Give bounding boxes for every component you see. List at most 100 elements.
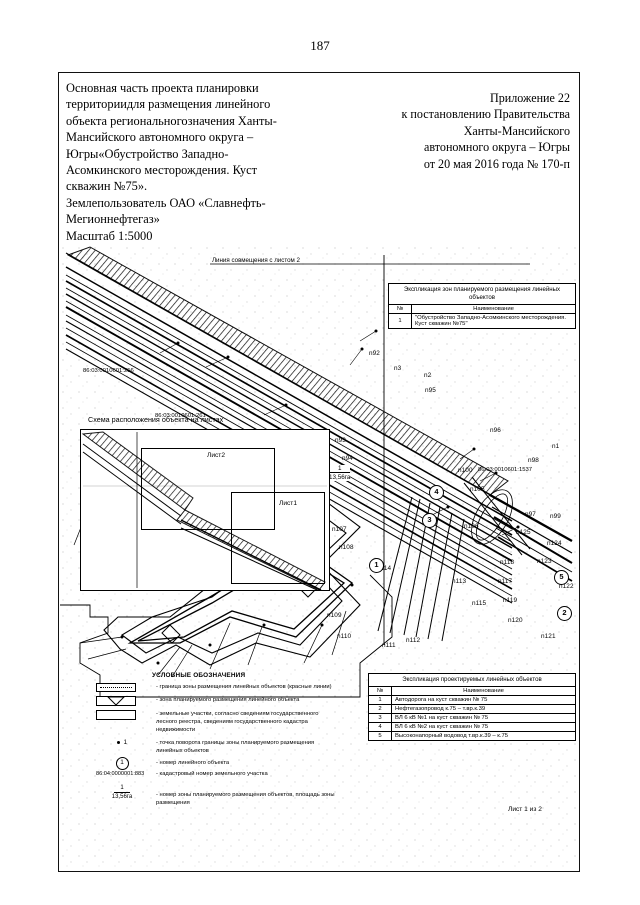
point-label-n109: n109 xyxy=(327,612,342,619)
zone-fraction-icon: 1 13,56га xyxy=(96,784,148,800)
join-line-label: Линия совмещения с листом 2 xyxy=(212,257,300,264)
point-label-n110: n110 xyxy=(337,633,352,640)
legend: УСЛОВНЫЕ ОБОЗНАЧЕНИЯ - граница зоны разм… xyxy=(96,672,336,807)
point-label-n124: n124 xyxy=(547,540,562,547)
point-dot-icon: 1 xyxy=(96,739,148,750)
object-number-5: 5 xyxy=(554,570,569,585)
header-block: Основная часть проекта планировки террит… xyxy=(62,78,576,243)
object-number-1: 1 xyxy=(369,558,384,573)
legend-entry: - земельные участки, согласно сведениям … xyxy=(96,710,336,734)
scheme-caption: Схема расположения объекта на листах xyxy=(88,415,224,424)
page-frame xyxy=(58,72,580,872)
point-label-n123: n123 xyxy=(537,558,552,565)
point-label-n125: n125 xyxy=(516,529,531,536)
header-left-line: Основная часть проекта планировки xyxy=(66,81,259,95)
point-label-n3: n3 xyxy=(394,365,402,372)
legend-entry-text: - номер зоны планируемого размещения объ… xyxy=(156,791,335,806)
point-label-n95: n95 xyxy=(425,387,436,394)
table-row: 1 "Обустройство Западно-Асомкинского мес… xyxy=(388,313,576,329)
map-drawing: Линия совмещения с листом 2 86:03:001060… xyxy=(60,245,578,870)
point-label-n114: n114 xyxy=(377,565,392,572)
header-left-line: Землепользователь ОАО «Славнефть- xyxy=(66,195,266,210)
zone-fraction-top: 1 xyxy=(114,784,130,793)
objects-row-name: Автодорога на куст скважин № 75 xyxy=(391,695,576,705)
legend-entry-text: - точка поворота границы зоны планируемо… xyxy=(156,740,315,755)
zones-row-name: "Обустройство Западно-Асомкинского место… xyxy=(411,313,576,329)
objects-row-name: ВЛ 6 кВ №1 на куст скважин № 75 xyxy=(391,713,576,723)
zone-number: 1 xyxy=(329,465,351,473)
objects-col-no: № xyxy=(368,686,392,696)
table-row: 3 ВЛ 6 кВ №1 на куст скважин № 75 xyxy=(368,713,576,723)
zones-col-name: Наименование xyxy=(411,304,576,314)
legend-entry-text: - номер линейного объекта xyxy=(156,759,230,766)
objects-row-no: 4 xyxy=(368,722,392,732)
table-header-row: № Наименование xyxy=(388,304,576,314)
point-label-n93: n93 xyxy=(335,437,346,444)
cadastral-label: 86:03:0010601:261 xyxy=(155,413,206,419)
inset-vector-graphics xyxy=(81,431,327,590)
zone-fraction-bottom: 13,56га xyxy=(111,793,133,800)
cadastral-label: 86:03:0010601:256 xyxy=(83,368,134,374)
header-right-line: Приложение 22 xyxy=(489,91,570,105)
header-left-line: территориидля размещения линейного xyxy=(66,97,271,112)
circled-number-icon: 1 xyxy=(96,756,148,770)
zone-box-icon xyxy=(96,696,148,707)
point-label-n1: n1 xyxy=(552,443,560,450)
header-left-line: объекта региональногозначения Ханты- xyxy=(66,113,277,128)
legend-entry: 1 - точка поворота границы зоны планируе… xyxy=(96,739,336,755)
cadastral-number-marker: 86:04:0000001:883 xyxy=(96,770,145,777)
table-caption-row: Экспликация проектируемых линейных объек… xyxy=(368,673,576,687)
legend-entry: - граница зоны размещения линейных объек… xyxy=(96,683,336,693)
point-label-n115: n115 xyxy=(472,600,487,607)
point-label-n108: n108 xyxy=(339,544,354,551)
point-dot-marker: 1 xyxy=(123,739,128,747)
legend-title: УСЛОВНЫЕ ОБОЗНАЧЕНИЯ xyxy=(152,672,246,679)
point-label-n99: n99 xyxy=(550,513,561,520)
zone-area: 13,56га xyxy=(329,473,351,481)
zone-area-label: 1 13,56га xyxy=(329,465,351,481)
point-label-n100: n100 xyxy=(458,467,473,474)
objects-col-name: Наименование xyxy=(391,686,576,696)
point-label-n106: n106 xyxy=(464,523,479,530)
table-header-row: № Наименование xyxy=(368,686,576,696)
legend-entry-text: - граница зоны размещения линейных объек… xyxy=(156,684,332,691)
inset-sheet2-label: Лист2 xyxy=(207,452,225,459)
header-left-line: Мансийского автономного округа – xyxy=(66,130,254,145)
point-label-n94: n94 xyxy=(342,455,353,462)
table-row: 5 Высоконапорный водовод т.вр.к.39 – к.7… xyxy=(368,731,576,741)
inset-sheet1-label: Лист1 xyxy=(279,500,297,507)
objects-row-no: 2 xyxy=(368,704,392,714)
inset-sheet1-box xyxy=(231,492,325,584)
table-caption-row: Экспликация зон планируемого размещения … xyxy=(388,283,576,305)
inset-sheet2-box xyxy=(141,448,275,530)
zones-col-no: № xyxy=(388,304,412,314)
zones-table-caption: Экспликация зон планируемого размещения … xyxy=(388,283,576,305)
point-label-n96: n96 xyxy=(490,427,501,434)
point-label-n112: n112 xyxy=(406,637,421,644)
table-row: 1 Автодорога на куст скважин № 75 xyxy=(368,695,576,705)
parcel-box-icon xyxy=(96,710,148,721)
table-row: 2 Нефтегазопровод к.75 – т.вр.к.39 xyxy=(368,704,576,714)
header-left-line: скважин №75». xyxy=(66,179,148,194)
header-right-text: Приложение 22 к постановлению Правительс… xyxy=(358,90,570,172)
point-label-n97: n97 xyxy=(525,511,536,518)
page-number: 187 xyxy=(310,38,330,53)
header-left-line: Югры«Обустройство Западно- xyxy=(66,146,229,161)
point-label-n107: n107 xyxy=(332,526,347,533)
circled-number-marker: 1 xyxy=(115,756,129,770)
object-number-2: 2 xyxy=(557,606,572,621)
point-label-n121: n121 xyxy=(541,633,556,640)
legend-entry-text: - земельные участки, согласно сведениям … xyxy=(156,711,319,734)
point-label-n120: n120 xyxy=(508,617,523,624)
zones-row-no: 1 xyxy=(388,313,412,329)
legend-entry: 1 - номер линейного объекта xyxy=(96,756,336,770)
point-label-n119: n119 xyxy=(503,597,518,604)
objects-row-no: 3 xyxy=(368,713,392,723)
legend-entry: 1 13,56га - номер зоны планируемого разм… xyxy=(96,784,336,807)
object-number-4: 4 xyxy=(429,485,444,500)
cadastral-label: 86:03:0010601:1537 xyxy=(478,467,533,473)
header-left-line: Асомкинского месторождения. Куст xyxy=(66,163,258,178)
legend-entry-text: - зона планируемого размещения линейного… xyxy=(156,697,300,704)
point-label-n92: n92 xyxy=(369,350,380,357)
